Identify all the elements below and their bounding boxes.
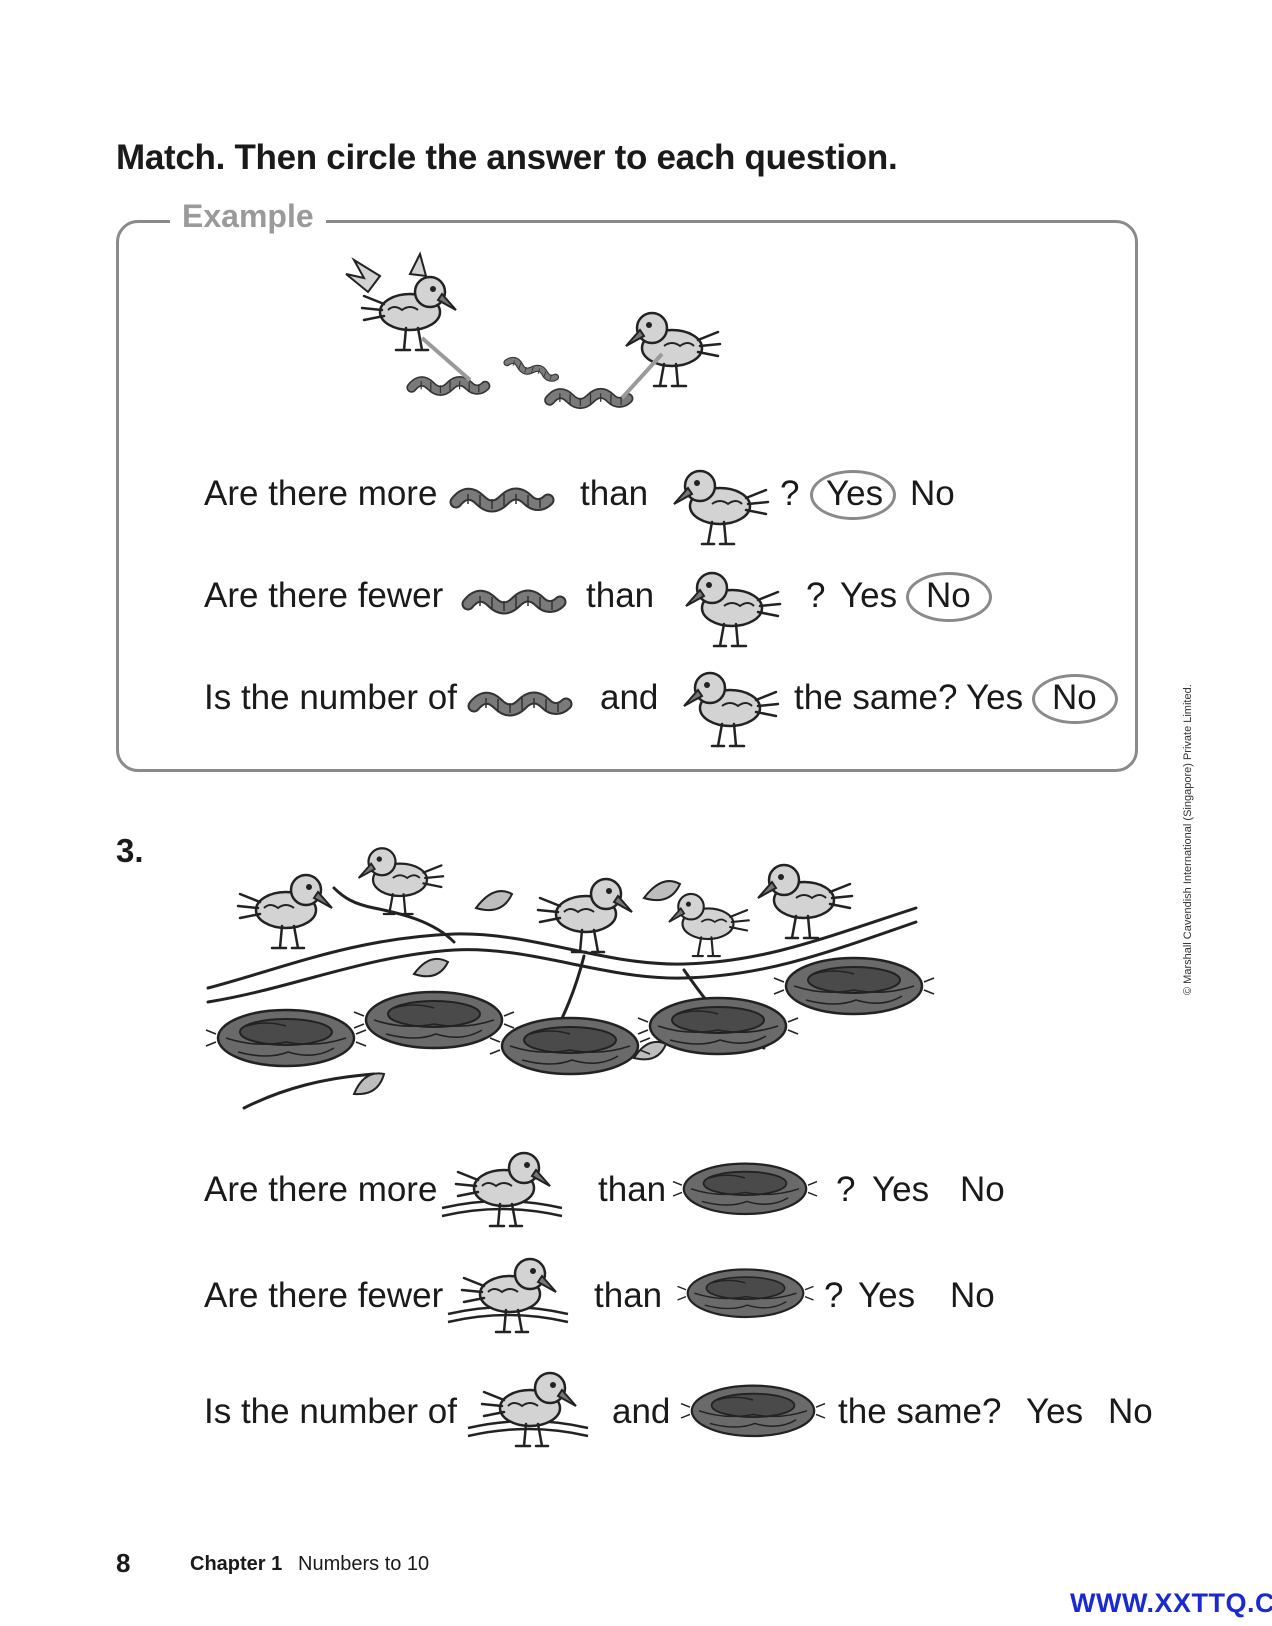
worm-icon	[472, 694, 572, 718]
bird-icon	[682, 671, 780, 748]
yes-option[interactable]: Yes	[840, 576, 898, 615]
yes-option[interactable]: Yes	[966, 678, 1024, 717]
example-box	[116, 220, 1138, 772]
example-worm-2	[506, 358, 557, 381]
nest-icon	[671, 1162, 819, 1216]
nest-5	[772, 956, 936, 1016]
chapter-label: Chapter 1	[190, 1553, 283, 1575]
question-text: than	[598, 1170, 667, 1209]
example-bird-flying	[345, 251, 458, 352]
question-text: the same?	[794, 678, 958, 717]
answer-circle	[810, 470, 896, 520]
question-text: Are there fewer	[204, 1276, 444, 1315]
question-text: Is the number of	[204, 1392, 457, 1431]
no-option[interactable]: No	[950, 1276, 995, 1315]
bird-1	[236, 873, 334, 950]
match-line-2	[620, 352, 664, 400]
example-worm-1	[412, 381, 486, 393]
bird-on-branch-icon	[478, 1366, 598, 1450]
match-line-1	[420, 336, 472, 382]
worm-icon	[454, 490, 554, 514]
worm-icon	[466, 592, 566, 616]
example-bird-standing	[624, 311, 722, 388]
nest-1	[204, 1008, 368, 1068]
question-text: than	[586, 576, 655, 615]
question-text: ?	[836, 1170, 856, 1209]
yes-option[interactable]: Yes	[872, 1170, 930, 1209]
question-text: than	[580, 474, 649, 513]
question-text: Are there fewer	[204, 576, 444, 615]
branch-scene	[204, 847, 936, 1110]
bird-icon	[684, 571, 782, 648]
no-option[interactable]: No	[960, 1170, 1005, 1209]
question-text: Are there more	[204, 1170, 438, 1209]
yes-option[interactable]: Yes	[858, 1276, 916, 1315]
question-text: and	[600, 678, 659, 717]
bird-on-branch-icon	[458, 1252, 578, 1336]
bird-4	[667, 892, 750, 958]
question-text: the same?	[838, 1392, 1002, 1431]
example-worm-3	[550, 393, 628, 406]
example-label: Example	[170, 198, 326, 235]
instruction: Match. Then circle the answer to each qu…	[116, 138, 898, 177]
question-text: and	[612, 1392, 671, 1431]
copyright-notice: © Marshall Cavendish International (Sing…	[1182, 684, 1194, 995]
question-text: ?	[780, 474, 800, 513]
question-text: Are there more	[204, 474, 438, 513]
nest-3	[488, 1016, 652, 1076]
page-number: 8	[116, 1548, 131, 1578]
bird-3	[536, 877, 634, 954]
watermark: WWW.XXTTQ.COM	[1070, 1588, 1272, 1618]
nest-icon	[676, 1268, 815, 1319]
no-option[interactable]: No	[1108, 1392, 1153, 1431]
bird-on-branch-icon	[452, 1146, 572, 1230]
leaves	[352, 880, 682, 1096]
nest-icon	[679, 1384, 827, 1438]
no-option[interactable]: No	[910, 474, 955, 513]
example-illustration	[345, 251, 722, 430]
nest-2	[352, 990, 516, 1050]
question-text: ?	[824, 1276, 844, 1315]
answer-circle	[1032, 674, 1118, 724]
answer-circle	[906, 572, 992, 622]
question-text: Is the number of	[204, 678, 457, 717]
exercise-number: 3.	[116, 832, 144, 869]
bird-5	[756, 863, 854, 940]
bird-2	[357, 847, 445, 916]
bird-icon	[672, 469, 770, 546]
question-text: ?	[806, 576, 826, 615]
question-text: than	[594, 1276, 663, 1315]
yes-option[interactable]: Yes	[1026, 1392, 1084, 1431]
chapter-title: Numbers to 10	[298, 1553, 430, 1575]
